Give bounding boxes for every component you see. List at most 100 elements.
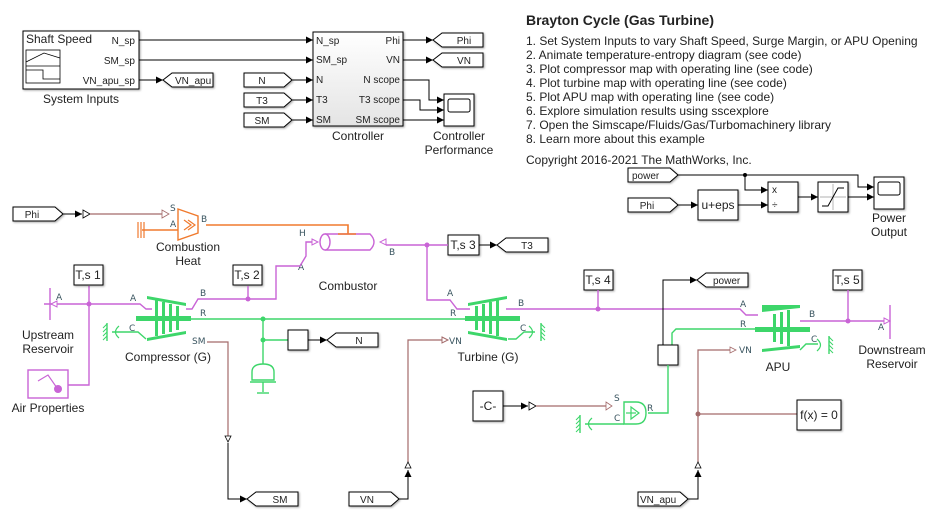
system-inputs-tab-label: Shaft Speed [26, 32, 92, 46]
upstream-label-1: Upstream [22, 328, 74, 342]
svg-text:÷: ÷ [772, 200, 778, 211]
air-properties-block[interactable] [27, 369, 69, 399]
inertia-block[interactable] [250, 363, 276, 394]
note-link-5[interactable]: 5. Plot APU map with operating line (see… [526, 90, 775, 104]
port-sm-sp: SM_sp [104, 56, 136, 67]
signal-line [744, 175, 768, 194]
scope-label-2: Performance [425, 143, 494, 157]
combustion-heat-label-2: Heat [175, 254, 201, 268]
note-link-6[interactable]: 6. Explore simulation results using ssce… [526, 104, 769, 118]
svg-text:R: R [450, 309, 456, 319]
gauge-icon [37, 374, 58, 389]
svg-text:C: C [811, 335, 817, 345]
ctrl-out-sm-scope: SM scope [356, 115, 401, 126]
from-power[interactable]: power [627, 167, 679, 183]
svg-text:Phi: Phi [640, 201, 654, 212]
port-vn-apu-sp: VN_apu_sp [83, 76, 136, 87]
torque-source-block[interactable]: S C R [614, 394, 653, 425]
note-link-7[interactable]: 7. Open the Simscape/Fluids/Gas/Turbomac… [526, 118, 832, 132]
controller-label: Controller [332, 129, 384, 143]
svg-text:T,s 2: T,s 2 [234, 268, 260, 282]
goto-sm[interactable]: SM [246, 491, 299, 507]
power-sensor-block[interactable] [657, 344, 679, 366]
product-block[interactable]: x ÷ [767, 181, 799, 213]
gas-line [128, 303, 152, 310]
goto-vn-apu[interactable]: VN_apu [162, 72, 214, 88]
from-phi-power[interactable]: Phi [627, 197, 679, 213]
note-link-8[interactable]: 8. Learn more about this example [526, 132, 705, 146]
combustion-heat-block[interactable]: S A B [170, 204, 207, 241]
svg-text:SM: SM [273, 495, 288, 506]
from-sm[interactable]: SM [243, 112, 293, 128]
goto-t3[interactable]: T3 [496, 237, 549, 253]
air-properties-label: Air Properties [12, 401, 85, 415]
ts-probe-3[interactable]: T,s 3 [447, 234, 480, 256]
svg-text:A: A [298, 263, 305, 273]
svg-text:A: A [447, 289, 454, 299]
system-inputs-block[interactable]: Shaft Speed N_sp SM_sp VN_apu_sp [22, 30, 140, 90]
ctrl-out-t3-scope: T3 scope [359, 95, 401, 106]
svg-text:VN: VN [457, 56, 471, 67]
scope-icon [877, 181, 901, 196]
ts-probe-2[interactable]: T,s 2 [232, 264, 263, 286]
mechanical-reference-icon [575, 415, 593, 433]
mechanical-reference-icon [816, 336, 834, 354]
solver-configuration-block[interactable]: f(x) = 0 [796, 399, 842, 431]
saturation-icon [822, 187, 844, 207]
goto-power[interactable]: power [696, 272, 749, 288]
mechanical-reference-icon [528, 323, 546, 341]
note-link-1[interactable]: 1. Set System Inputs to vary Shaft Speed… [526, 34, 918, 48]
combustion-heat-label-1: Combustion [156, 240, 220, 254]
signal-line [662, 276, 697, 345]
note-link-4[interactable]: 4. Plot turbine map with operating line … [526, 76, 787, 90]
from-vn-apu[interactable]: VN_apu [637, 491, 689, 507]
svg-text:C: C [129, 324, 135, 334]
svg-text:R: R [647, 404, 653, 414]
signal-line [678, 174, 874, 191]
u-plus-eps-block[interactable]: u+eps [697, 189, 739, 221]
combustor-block[interactable]: H A B [298, 229, 395, 273]
from-n[interactable]: N [243, 72, 293, 88]
ctrl-in-sm: SM [316, 115, 331, 126]
system-inputs-label: System Inputs [43, 92, 119, 106]
from-vn[interactable]: VN [348, 491, 400, 507]
signal-line [403, 79, 444, 104]
svg-text:A: A [878, 323, 885, 333]
turbine-block[interactable]: B R C VN [449, 296, 526, 347]
apu-block[interactable]: A B R C VN [739, 300, 817, 356]
saturation-block[interactable] [817, 181, 849, 213]
svg-text:T,s 3: T,s 3 [450, 238, 476, 252]
ts-probe-4[interactable]: T,s 4 [583, 269, 614, 291]
goto-phi[interactable]: Phi [432, 32, 484, 48]
gas-line [506, 308, 758, 316]
svg-text:N: N [355, 336, 362, 347]
ps-converter-icon [224, 435, 232, 443]
note-link-3[interactable]: 3. Plot compressor map with operating li… [526, 62, 813, 76]
svg-text:A: A [170, 220, 177, 230]
from-t3[interactable]: T3 [243, 92, 293, 108]
ctrl-out-vn: VN [386, 55, 400, 66]
controller-performance-scope[interactable] [443, 93, 475, 127]
sp-converter-icon [694, 461, 702, 469]
svg-text:VN: VN [739, 346, 752, 356]
goto-n[interactable]: N [326, 332, 379, 348]
speed-sensor-block[interactable] [287, 329, 309, 351]
note-link-2[interactable]: 2. Animate temperature-entropy diagram (… [526, 48, 802, 62]
ts-probe-1[interactable]: T,s 1 [73, 264, 104, 286]
physical-signal-line [697, 349, 730, 462]
svg-text:VN_apu: VN_apu [175, 76, 211, 87]
goto-vn[interactable]: VN [432, 52, 484, 68]
compressor-block[interactable]: A B R C SM [129, 289, 206, 347]
from-phi-plant[interactable]: Phi [12, 206, 64, 222]
constant-block[interactable]: -C- [472, 390, 504, 422]
downstream-label-1: Downstream [858, 343, 925, 357]
svg-text:B: B [389, 248, 395, 258]
ts-probe-5[interactable]: T,s 5 [832, 269, 863, 291]
thermal-reference-icon [137, 222, 145, 238]
svg-text:Phi: Phi [25, 210, 39, 221]
svg-text:T,s 1: T,s 1 [75, 268, 101, 282]
controller-block[interactable]: N_sp SM_sp N T3 SM Phi VN N scope T3 sco… [312, 31, 404, 127]
ps-converter-icon [528, 401, 537, 411]
power-scope-label-1: Power [872, 211, 906, 225]
power-output-scope[interactable] [873, 176, 905, 210]
